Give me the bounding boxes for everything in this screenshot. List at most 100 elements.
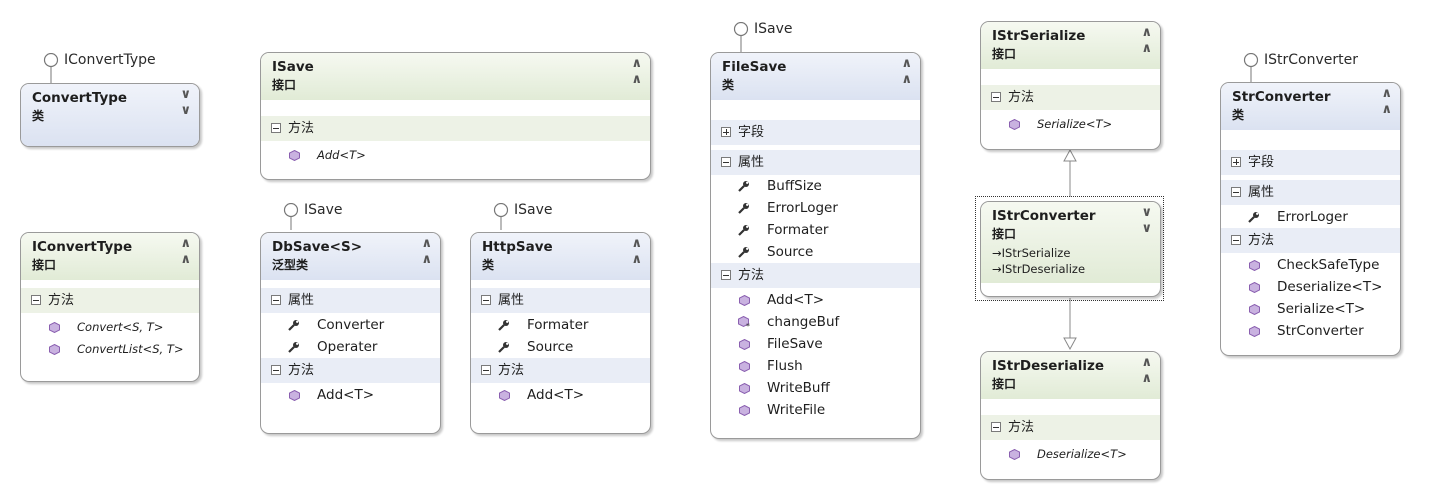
compartment-label: 方法 bbox=[288, 363, 315, 378]
compartment-methods[interactable]: 方法 bbox=[981, 415, 1160, 440]
class-shape-dbsave[interactable]: DbSave<S> 泛型类 ∧∧ 属性 Converter Operater 方… bbox=[260, 232, 441, 434]
shape-name: ISave bbox=[272, 59, 314, 75]
interface-shape-istrserialize[interactable]: IStrSerialize 接口 ∧∧ 方法 Serialize<T> bbox=[980, 21, 1161, 150]
property-item[interactable]: ErrorLoger bbox=[1221, 206, 1400, 228]
collapse-icon[interactable]: ∧∧ bbox=[180, 236, 191, 267]
expand-toggle-icon[interactable] bbox=[721, 127, 731, 137]
collapse-icon[interactable]: ∧∧ bbox=[1141, 25, 1152, 56]
collapse-toggle-icon[interactable] bbox=[1231, 235, 1241, 245]
method-item[interactable]: Deserialize<T> bbox=[981, 443, 1160, 465]
wrench-icon bbox=[498, 336, 510, 358]
property-item[interactable]: Formater bbox=[711, 219, 920, 241]
property-list: ErrorLoger bbox=[1221, 205, 1400, 228]
property-item[interactable]: BuffSize bbox=[711, 175, 920, 197]
collapse-toggle-icon[interactable] bbox=[1231, 187, 1241, 197]
collapse-toggle-icon[interactable] bbox=[271, 365, 281, 375]
collapse-toggle-icon[interactable] bbox=[271, 123, 281, 133]
property-name: Formater bbox=[527, 317, 589, 333]
method-item[interactable]: * changeBuf bbox=[711, 311, 920, 333]
shape-kind: 类 bbox=[1232, 108, 1245, 122]
method-item[interactable]: Deserialize<T> bbox=[1221, 276, 1400, 298]
collapse-icon[interactable]: ∧∧ bbox=[1141, 355, 1152, 386]
shape-name: FileSave bbox=[722, 59, 787, 75]
method-item[interactable]: Add<T> bbox=[711, 289, 920, 311]
compartment-methods[interactable]: 方法 bbox=[1221, 228, 1400, 253]
collapse-icon[interactable]: ∧∧ bbox=[631, 56, 642, 87]
method-item[interactable]: FileSave bbox=[711, 333, 920, 355]
collapse-icon[interactable]: ∧∧ bbox=[1381, 86, 1392, 117]
compartment-fields[interactable]: 字段 bbox=[711, 120, 920, 145]
wrench-icon bbox=[288, 314, 300, 336]
wrench-icon bbox=[288, 336, 300, 358]
compartment-properties[interactable]: 属性 bbox=[711, 150, 920, 175]
method-icon bbox=[738, 289, 750, 311]
compartment-methods[interactable]: 方法 bbox=[21, 288, 199, 313]
interface-shape-istrdeserialize[interactable]: IStrDeserialize 接口 ∧∧ 方法 Deserialize<T> bbox=[980, 351, 1161, 480]
method-name: Serialize<T> bbox=[1037, 117, 1113, 131]
method-item[interactable]: ConvertList<S, T> bbox=[21, 338, 199, 360]
interface-shape-istrconverter[interactable]: IStrConverter 接口 ∨∨ →IStrSerialize →IStr… bbox=[980, 201, 1161, 297]
interface-lollipop-icon bbox=[493, 202, 509, 230]
method-item[interactable]: Add<T> bbox=[261, 144, 650, 166]
collapse-toggle-icon[interactable] bbox=[991, 422, 1001, 432]
expand-icon[interactable]: ∨∨ bbox=[1141, 205, 1152, 236]
method-list: Serialize<T> bbox=[981, 110, 1160, 139]
compartment-properties[interactable]: 属性 bbox=[471, 288, 650, 313]
property-item[interactable]: Operater bbox=[261, 336, 440, 358]
method-item[interactable]: WriteFile bbox=[711, 399, 920, 421]
method-item[interactable]: WriteBuff bbox=[711, 377, 920, 399]
method-item[interactable]: CheckSafeType bbox=[1221, 254, 1400, 276]
compartment-methods[interactable]: 方法 bbox=[261, 358, 440, 383]
property-item[interactable]: Source bbox=[711, 241, 920, 263]
property-item[interactable]: Formater bbox=[471, 314, 650, 336]
lollipop-iconverttype: IConvertType bbox=[43, 52, 156, 89]
collapse-icon[interactable]: ∧∧ bbox=[901, 56, 912, 87]
class-shape-httpsave[interactable]: HttpSave 类 ∧∧ 属性 Formater Source 方法 Add<… bbox=[470, 232, 651, 434]
collapse-icon[interactable]: ∧∧ bbox=[631, 236, 642, 267]
method-item[interactable]: Serialize<T> bbox=[981, 113, 1160, 135]
expand-toggle-icon[interactable] bbox=[1231, 157, 1241, 167]
class-shape-strconverter[interactable]: StrConverter 类 ∧∧ 字段 属性 ErrorLoger 方法 Ch… bbox=[1220, 82, 1401, 356]
collapse-toggle-icon[interactable] bbox=[991, 92, 1001, 102]
method-item[interactable]: Convert<S, T> bbox=[21, 316, 199, 338]
shape-header: IConvertType 接口 ∧∧ bbox=[21, 233, 199, 280]
lollipop-label: ISave bbox=[304, 202, 343, 218]
property-item[interactable]: Source bbox=[471, 336, 650, 358]
compartment-methods[interactable]: 方法 bbox=[471, 358, 650, 383]
method-item[interactable]: Flush bbox=[711, 355, 920, 377]
compartment-methods[interactable]: 方法 bbox=[981, 85, 1160, 110]
expand-icon[interactable]: ∨∨ bbox=[180, 87, 191, 118]
collapse-toggle-icon[interactable] bbox=[481, 295, 491, 305]
interface-shape-iconverttype[interactable]: IConvertType 接口 ∧∧ 方法 Convert<S, T> Conv… bbox=[20, 232, 200, 382]
collapse-icon[interactable]: ∧∧ bbox=[421, 236, 432, 267]
method-item[interactable]: Serialize<T> bbox=[1221, 298, 1400, 320]
method-item[interactable]: Add<T> bbox=[471, 384, 650, 406]
compartment-properties[interactable]: 属性 bbox=[261, 288, 440, 313]
method-name: StrConverter bbox=[1277, 323, 1364, 339]
method-item[interactable]: StrConverter bbox=[1221, 320, 1400, 342]
class-shape-converttype[interactable]: ConvertType 类 ∨∨ bbox=[20, 83, 200, 147]
property-item[interactable]: ErrorLoger bbox=[711, 197, 920, 219]
property-item[interactable]: Converter bbox=[261, 314, 440, 336]
class-shape-filesave[interactable]: FileSave 类 ∧∧ 字段 属性 BuffSize ErrorLoger … bbox=[710, 52, 921, 439]
compartment-methods[interactable]: 方法 bbox=[261, 116, 650, 141]
collapse-toggle-icon[interactable] bbox=[271, 295, 281, 305]
collapse-toggle-icon[interactable] bbox=[31, 295, 41, 305]
compartment-label: 属性 bbox=[738, 155, 765, 170]
collapse-toggle-icon[interactable] bbox=[481, 365, 491, 375]
shape-kind: 类 bbox=[722, 78, 735, 92]
compartment-fields[interactable]: 字段 bbox=[1221, 150, 1400, 175]
shape-header: DbSave<S> 泛型类 ∧∧ bbox=[261, 233, 440, 280]
compartment-properties[interactable]: 属性 bbox=[1221, 180, 1400, 205]
interface-shape-isave[interactable]: ISave 接口 ∧∧ 方法 Add<T> bbox=[260, 52, 651, 180]
shape-kind: 接口 bbox=[272, 78, 297, 92]
collapse-toggle-icon[interactable] bbox=[721, 270, 731, 280]
collapse-toggle-icon[interactable] bbox=[721, 157, 731, 167]
lollipop-strconverter: IStrConverter bbox=[1243, 52, 1358, 87]
method-name: Add<T> bbox=[527, 387, 585, 403]
compartment-label: 方法 bbox=[1008, 420, 1035, 435]
shape-kind: 接口 bbox=[992, 47, 1017, 61]
method-item[interactable]: Add<T> bbox=[261, 384, 440, 406]
compartment-methods[interactable]: 方法 bbox=[711, 263, 920, 288]
